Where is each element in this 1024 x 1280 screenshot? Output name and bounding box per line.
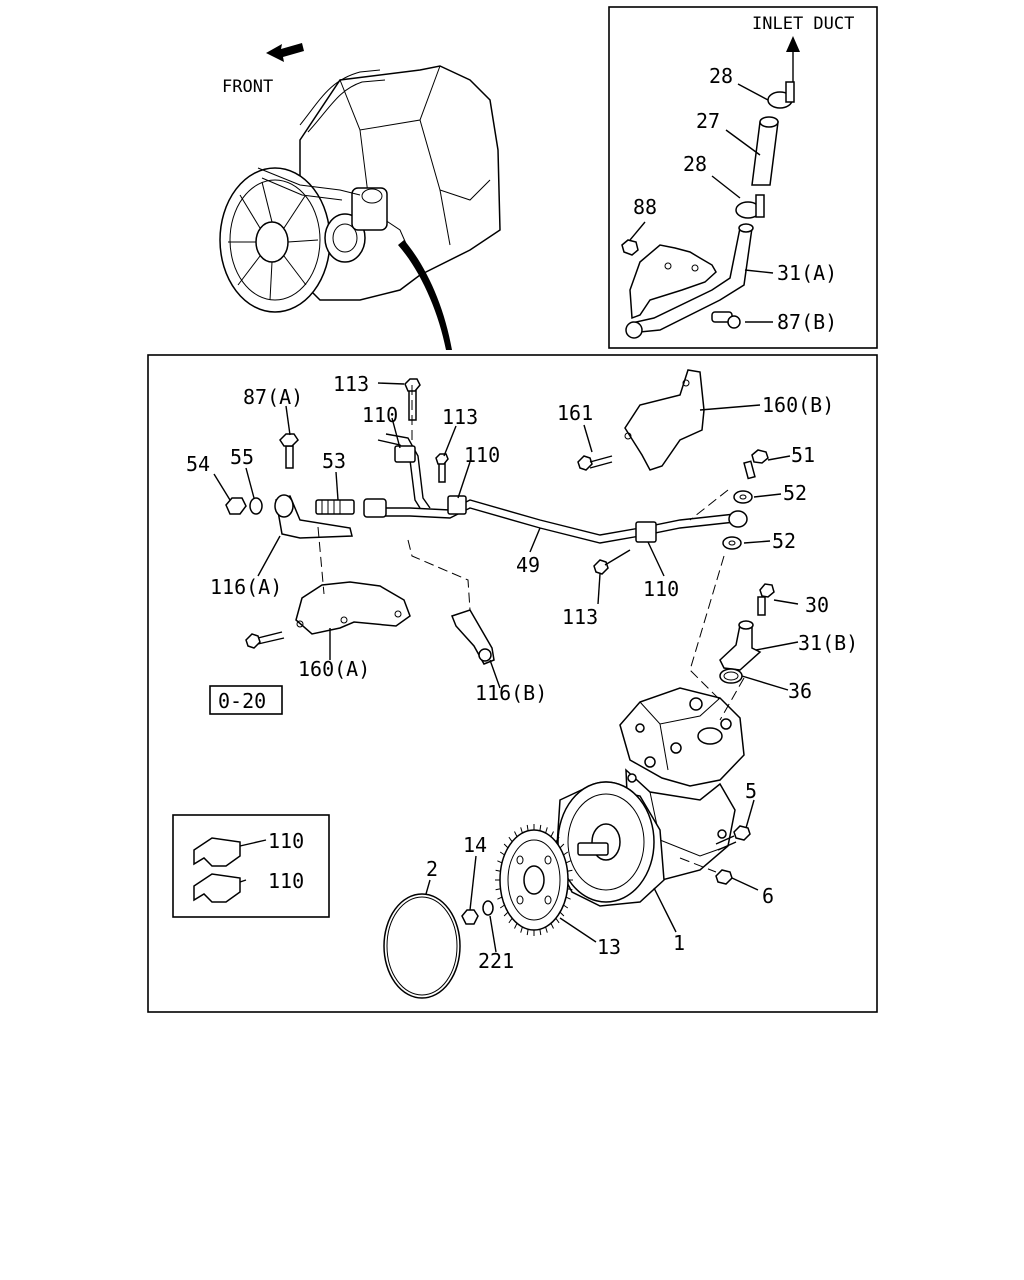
callout-6: 6 — [762, 884, 774, 908]
callout-51: 51 — [791, 443, 815, 467]
callout-113-top: 113 — [333, 372, 369, 396]
ref-box-label[interactable]: 0-20 — [218, 689, 266, 713]
callout-54: 54 — [186, 452, 210, 476]
clip-callout-110-bottom: 110 — [268, 869, 304, 893]
callout-28-top: 28 — [709, 64, 733, 88]
main-assembly: 113 87(A) 110 113 161 160(B) 54 55 53 11… — [147, 354, 878, 1013]
callout-52-upper: 52 — [783, 481, 807, 505]
clip-detail: 110 110 — [172, 814, 330, 918]
inlet-duct-label: INLET DUCT — [752, 14, 854, 34]
callout-53: 53 — [322, 449, 346, 473]
callout-110-lower: 110 — [643, 577, 679, 601]
callout-116b: 116(B) — [475, 681, 547, 705]
callout-116a: 116(A) — [210, 575, 282, 599]
engine-overview: FRONT — [219, 43, 501, 350]
callout-31b: 31(B) — [798, 631, 858, 655]
callout-161: 161 — [557, 401, 593, 425]
callout-27: 27 — [696, 109, 720, 133]
callout-30: 30 — [805, 593, 829, 617]
gear-teeth — [495, 824, 573, 936]
callout-88: 88 — [633, 195, 657, 219]
clip-callout-110-top: 110 — [268, 829, 304, 853]
callout-55: 55 — [230, 445, 254, 469]
callout-113-mid: 113 — [442, 405, 478, 429]
front-label: FRONT — [222, 77, 273, 97]
callout-13: 13 — [597, 935, 621, 959]
gear-13 — [495, 824, 573, 936]
callout-110-upper: 110 — [362, 403, 398, 427]
callout-14: 14 — [463, 833, 487, 857]
callout-160b: 160(B) — [762, 393, 834, 417]
callout-36: 36 — [788, 679, 812, 703]
callout-52-lower: 52 — [772, 529, 796, 553]
callout-1: 1 — [673, 931, 685, 955]
callout-87b: 87(B) — [777, 310, 837, 334]
callout-110-pipe: 110 — [464, 443, 500, 467]
callout-2: 2 — [426, 857, 438, 881]
callout-221: 221 — [478, 949, 514, 973]
callout-160a: 160(A) — [298, 657, 370, 681]
callout-31a: 31(A) — [777, 261, 837, 285]
callout-87a: 87(A) — [243, 385, 303, 409]
callout-49: 49 — [516, 553, 540, 577]
arrow-up-icon — [786, 36, 800, 52]
ref-box-0-20[interactable] — [209, 685, 283, 715]
callout-5: 5 — [745, 779, 757, 803]
inlet-duct-inset: INLET DUCT 28 27 28 8 — [608, 6, 878, 349]
front-arrow-icon — [266, 43, 304, 62]
callout-28-lower: 28 — [683, 152, 707, 176]
callout-113-lower: 113 — [562, 605, 598, 629]
